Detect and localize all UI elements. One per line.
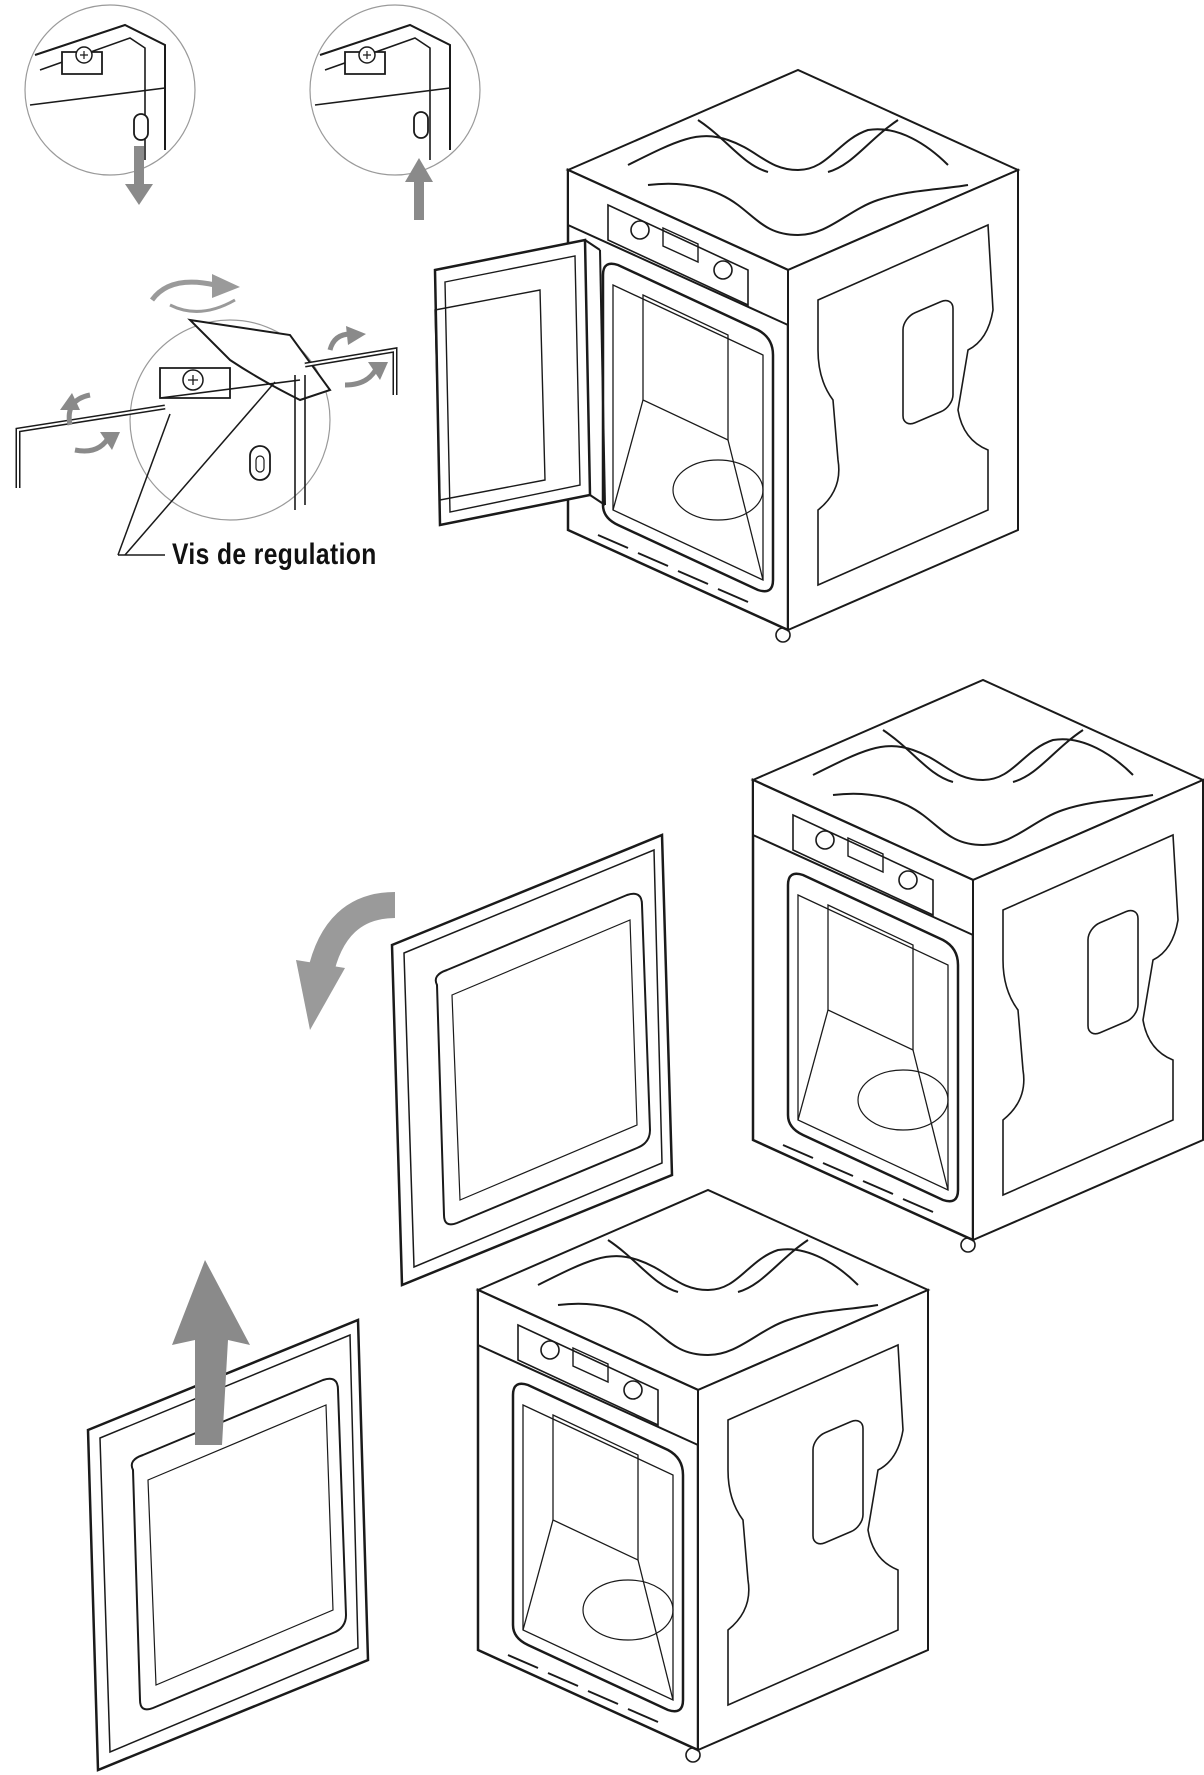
oven-door-removed: [86, 1318, 370, 1772]
callout-label: Vis de regulation: [172, 538, 377, 571]
arrow-down-icon: [125, 146, 153, 205]
allen-key-icon: [18, 350, 395, 488]
arrow-up-large-icon: [172, 1260, 250, 1445]
detail-circle-adjust: [130, 320, 330, 520]
callout-leader-lines: [118, 382, 275, 555]
detail-circle-lock: [310, 5, 480, 175]
arrow-up-icon: [405, 158, 433, 220]
oven-door-open-side: [435, 240, 605, 525]
detail-circle-unlock: [25, 5, 195, 175]
rotate-arrow-icon: [60, 326, 388, 451]
oven-step-3: [476, 1188, 930, 1764]
curved-arrow-left-icon: [296, 905, 395, 1030]
oven-step-1: [566, 68, 1020, 644]
rotate-arrow-icon: [152, 274, 240, 311]
oven-step-2: [751, 678, 1204, 1254]
oven-door-tilting: [390, 833, 674, 1287]
